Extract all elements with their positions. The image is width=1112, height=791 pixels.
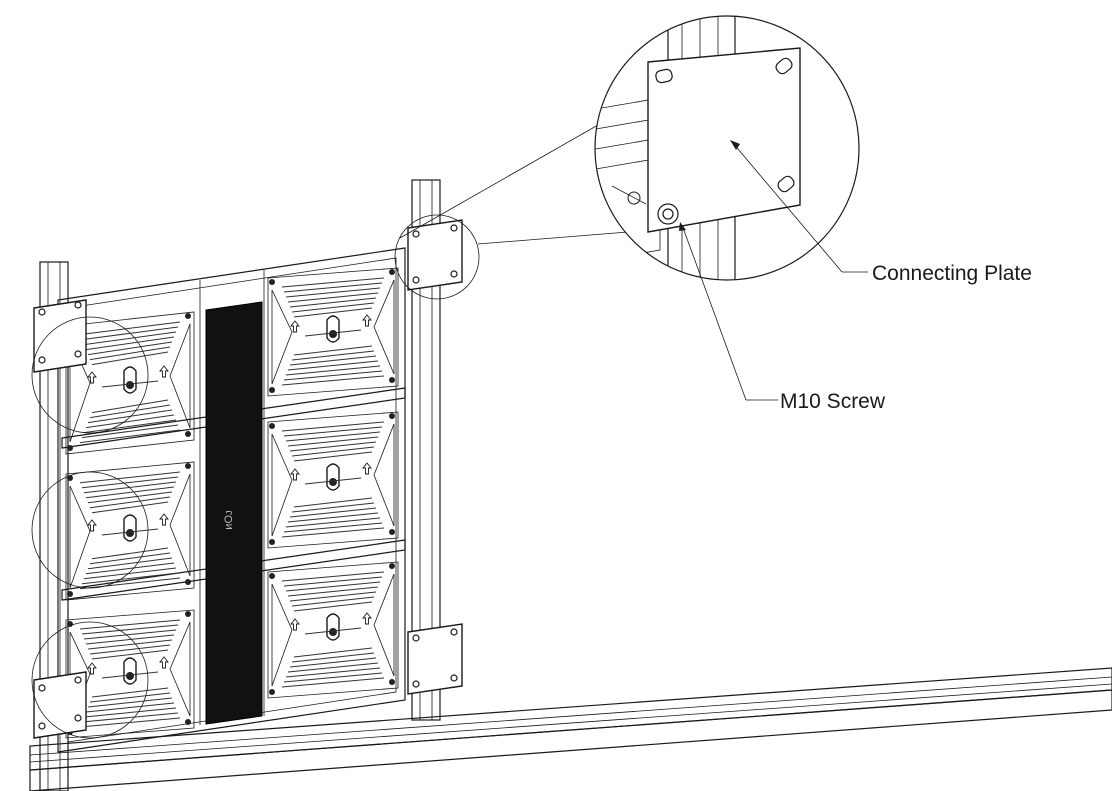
led-cabinet [57,247,406,753]
handle-icon [123,366,137,394]
connecting-plate-bottom-left [33,671,87,739]
arrow-up-icon [159,656,169,669]
arrow-up-icon [159,365,169,378]
handle-icon [123,657,137,685]
handle-icon [326,463,340,491]
connecting-plate-bottom-right [407,623,463,695]
left-zoom-circles [31,316,149,739]
bottom-rail [29,667,1112,791]
handle-icon [326,613,340,641]
arrow-up-icon [87,519,97,532]
m10-screw-leader [679,222,778,401]
modules-right-column [267,267,399,699]
m10-screw-label: M10 Screw [780,390,886,413]
arrow-up-icon [290,320,300,333]
cable-box: ᴎOᴊ [205,301,263,725]
detail-projection-lines [399,124,629,245]
led-module [65,311,195,455]
led-module [267,411,399,549]
cable-box-text: ᴎOᴊ [223,510,235,529]
handle-icon [326,315,340,343]
led-module [267,267,399,397]
connecting-plate-label: Connecting Plate [872,262,1032,285]
arrow-up-icon [362,314,372,327]
arrow-up-icon [87,662,97,675]
magnified-detail [594,15,860,281]
led-module [65,461,195,601]
arrow-up-icon [159,513,169,526]
connecting-plate-top-left [33,299,87,373]
arrow-up-icon [362,462,372,475]
handle-icon [123,514,137,542]
arrow-up-icon [87,371,97,384]
arrow-up-icon [362,612,372,625]
detail-source-circle [394,214,480,300]
connecting-plate-top-right [407,219,463,291]
connecting-plate-leader [730,140,868,273]
arrow-up-icon [290,468,300,481]
led-module [267,561,399,699]
arrow-up-icon [290,618,300,631]
